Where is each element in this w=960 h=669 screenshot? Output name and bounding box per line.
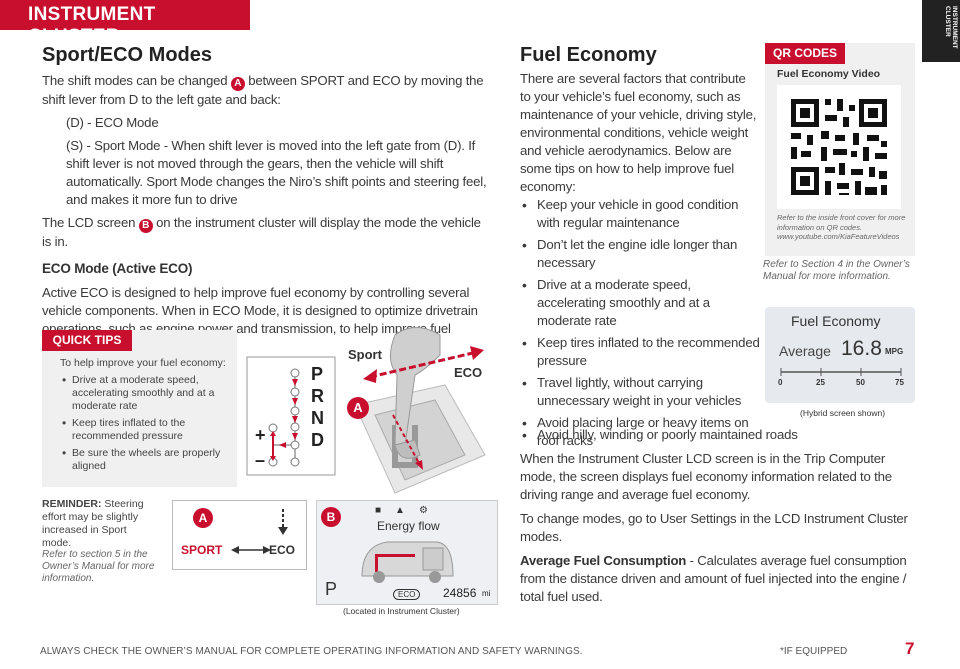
qr-code-card: Fuel Economy Video Refer to the inside f…: [765, 43, 915, 256]
fuel-tip-item: Keep your vehicle in good condition with…: [520, 196, 760, 232]
marker-a-shifter: A: [347, 397, 369, 419]
gear-r: R: [311, 386, 324, 406]
fuel-economy-tail: Avoid hilly, winding or poorly maintaine…: [520, 426, 920, 606]
qr-code-icon: [791, 99, 887, 195]
fuel-economy-bullets: Keep your vehicle in good condition with…: [520, 196, 760, 450]
shifter-illustration: P R N D + – Sport ECO A: [245, 315, 495, 495]
eco-mode-line: (D) - ECO Mode: [66, 115, 159, 130]
quick-tips-intro: To help improve your fuel economy:: [60, 357, 226, 369]
qr-code-image[interactable]: [777, 85, 901, 209]
quick-tips-content: To help improve your fuel economy: Drive…: [60, 357, 230, 477]
fuel-economy-tips: Keep your vehicle in good condition with…: [520, 196, 760, 454]
eco-mode-badge: ECO: [393, 589, 421, 600]
sport-direction-label: Sport: [348, 347, 382, 362]
average-fuel-heading: Average Fuel Consumption: [520, 553, 687, 568]
side-section-tab: INSTRUMENT CLUSTER: [922, 0, 960, 62]
car-icon: ■: [375, 505, 396, 516]
lcd-mode-line: The LCD screen B on the instrument clust…: [42, 214, 492, 251]
quick-tips-label: QUICK TIPS: [42, 330, 132, 351]
eco-mode-heading: ECO Mode (Active ECO): [42, 261, 193, 276]
sport-eco-body: The shift modes can be changed A between…: [42, 72, 492, 356]
energy-flow-caption: (Located in Instrument Cluster): [343, 606, 460, 616]
gear-d: D: [311, 430, 324, 450]
gauge-tick: 25: [816, 378, 825, 387]
fuel-economy-title: Fuel Economy: [520, 44, 657, 66]
sport-eco-title: Sport/ECO Modes: [42, 44, 213, 66]
fuel-economy-intro: There are several factors that contribut…: [520, 71, 757, 194]
fuel-tip-item: Avoid hilly, winding or poorly maintaine…: [520, 426, 920, 444]
section-header-title: INSTRUMENT CLUSTER: [28, 4, 156, 47]
quick-tip-item: Drive at a moderate speed, accelerating …: [62, 374, 230, 413]
average-label: Average: [779, 343, 831, 359]
sport-mode-line: (S) - Sport Mode - When shift lever is m…: [66, 138, 487, 207]
average-fuel-paragraph: Average Fuel Consumption - Calculates av…: [520, 552, 920, 606]
gauge-tick: 0: [778, 378, 783, 387]
fuel-economy-bullets-tail: Avoid hilly, winding or poorly maintaine…: [520, 426, 920, 444]
intro-text-b: between SPORT and ECO by moving the shif…: [42, 73, 484, 107]
odometer-unit: mi: [482, 589, 491, 598]
fuel-tip-item: Drive at a moderate speed, accelerating …: [520, 276, 760, 330]
vehicle-energy-icon: [361, 541, 454, 583]
gear-plus: +: [255, 425, 266, 445]
energy-flow-title: Energy flow: [377, 519, 440, 533]
sport-eco-intro: The shift modes can be changed A between…: [42, 72, 492, 109]
lcd-text-a: The LCD screen: [42, 215, 136, 230]
side-section-label: INSTRUMENT CLUSTER: [943, 6, 958, 49]
gear-p: P: [311, 364, 324, 384]
qr-note: Refer to the inside front cover for more…: [777, 213, 906, 241]
sport-mode-label: SPORT: [181, 543, 223, 557]
gauge-tick: 50: [856, 378, 865, 387]
footer-warning: ALWAYS CHECK THE OWNER’S MANUAL FOR COMP…: [40, 646, 583, 657]
fuel-display-caption: (Hybrid screen shown): [800, 408, 886, 418]
fuel-economy-display: Fuel Economy Average 16.8 MPG 0 25 50 75: [765, 307, 915, 403]
fuel-tip-item: Travel lightly, without carrying unneces…: [520, 374, 760, 410]
qr-video-title: Fuel Economy Video: [777, 68, 881, 80]
mpg-gauge: [780, 368, 902, 376]
average-value: 16.8: [841, 337, 882, 360]
marker-b: B: [138, 219, 153, 233]
gauge-tick: 75: [895, 378, 904, 387]
reminder-refer: Refer to section 5 in the Owner’s Manual…: [42, 549, 155, 584]
odometer-value: 24856: [443, 586, 477, 600]
double-arrow-icon: [231, 546, 271, 554]
fuel-tip-item: Don’t let the engine idle longer than ne…: [520, 236, 760, 272]
eco-mode-label: ECO: [269, 543, 296, 557]
eco-direction-label: ECO: [454, 365, 483, 380]
road-icon: ▲: [395, 505, 419, 516]
mode-indicator-box: A SPORT ECO: [172, 500, 307, 570]
marker-a-box: A: [193, 508, 213, 528]
reminder-note: REMINDER: Steering effort may be slightl…: [42, 498, 157, 550]
fuel-tip-item: Keep tires inflated to the recommended p…: [520, 334, 760, 370]
marker-b-display: B: [321, 507, 341, 527]
shifter-drawing: [246, 327, 486, 494]
reminder-text: Steering effort may be slightly increase…: [42, 498, 144, 549]
display-title: Fuel Economy: [791, 313, 881, 329]
energy-flow-display: B ■▲⚙ Energy flow P ECO 24856 mi: [316, 500, 498, 605]
down-arrow-icon: [278, 509, 288, 535]
page-number: 7: [905, 639, 915, 658]
quick-tip-item: Be sure the wheels are properly aligned: [62, 447, 230, 473]
gear-icon: ⚙: [418, 505, 442, 516]
marker-a: A: [230, 77, 245, 91]
gear-n: N: [311, 408, 324, 428]
current-gear: P: [325, 579, 338, 599]
fuel-economy-refer: Refer to Section 4 in the Owner’s Manual…: [763, 259, 910, 282]
reminder-label: REMINDER:: [42, 498, 102, 510]
section-header-tab: INSTRUMENT CLUSTER: [0, 0, 250, 47]
average-fuel-text: - Calculates average fuel consumption fr…: [520, 553, 907, 604]
intro-text-a: The shift modes can be changed: [42, 73, 228, 88]
lcd-text-b: on the instrument cluster will display t…: [42, 215, 481, 249]
qr-codes-label: QR CODES: [765, 43, 845, 64]
display-status-icons: ■▲⚙: [375, 505, 442, 516]
quick-tips-list: Drive at a moderate speed, accelerating …: [60, 374, 230, 473]
quick-tip-item: Keep tires inflated to the recommended p…: [62, 417, 230, 443]
gear-minus: –: [255, 450, 266, 470]
footer-equipped: *IF EQUIPPED: [780, 646, 848, 657]
gear-letters: P R N D: [311, 363, 324, 451]
change-modes-text: To change modes, go to User Settings in …: [520, 511, 908, 544]
average-unit: MPG: [885, 347, 904, 356]
trip-computer-text: When the Instrument Cluster LCD screen i…: [520, 451, 892, 502]
